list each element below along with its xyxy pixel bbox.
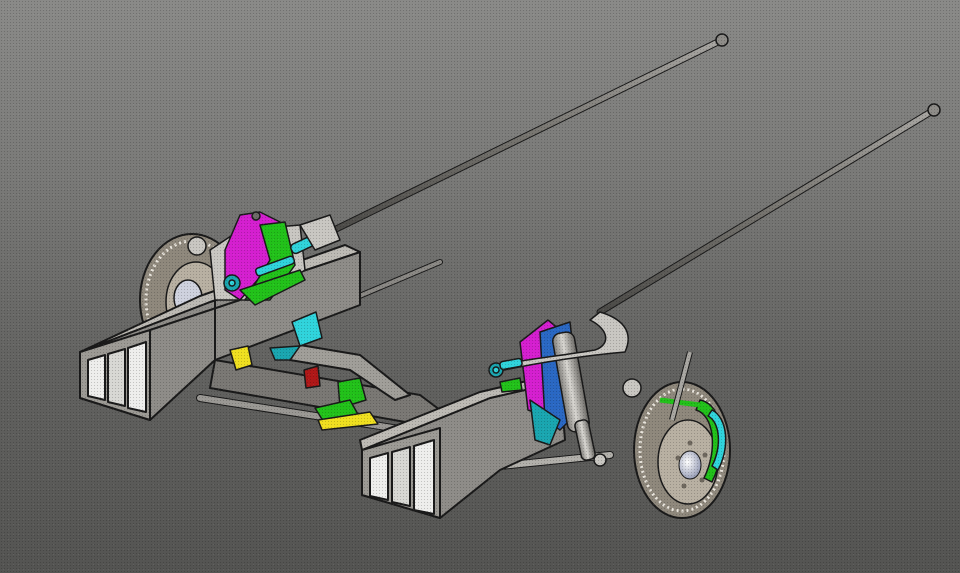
left-upper-assembly bbox=[187, 211, 341, 306]
right-brake-caliper bbox=[659, 397, 727, 483]
right-brake-rotor bbox=[633, 381, 731, 519]
center-brackets bbox=[229, 311, 379, 431]
right-upper-assembly bbox=[488, 311, 693, 467]
